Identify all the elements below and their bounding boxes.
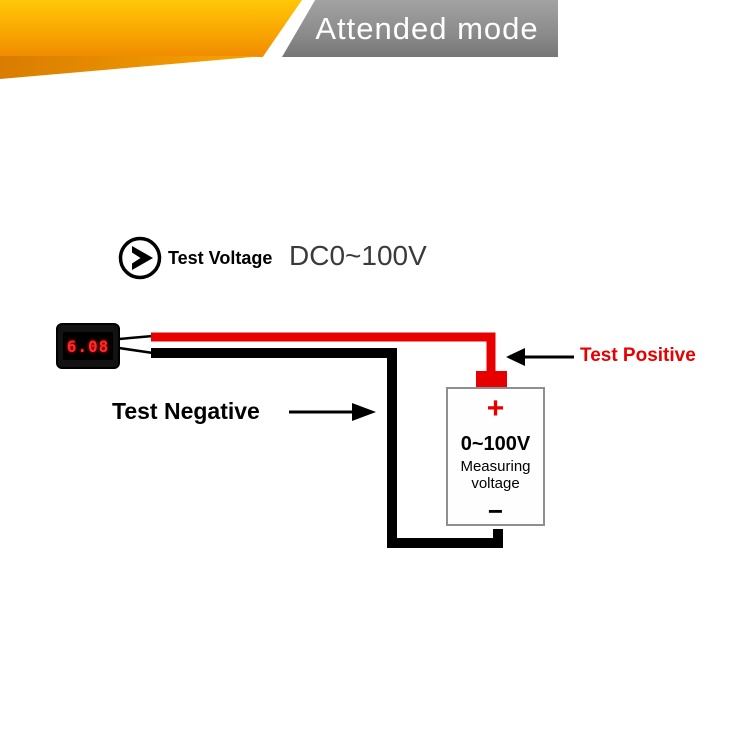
battery-voltage-range: 0~100V [460, 433, 531, 455]
voltmeter-display: 6.08 [63, 332, 113, 360]
page-title: Attended mode [315, 10, 539, 46]
battery-caption-line2: voltage [471, 475, 520, 493]
positive-terminal [476, 371, 507, 388]
ribbon-title-band: Attended mode [282, 0, 558, 57]
voltmeter-module: 6.08 [56, 323, 120, 369]
positive-wire [151, 332, 496, 378]
play-circle-icon [118, 236, 162, 280]
meter-lead-bottom [118, 346, 154, 355]
test-voltage-range: DC0~100V [289, 240, 427, 271]
battery-plus-symbol: + [486, 392, 505, 425]
test-voltage-label: Test Voltage [168, 248, 273, 268]
ribbon-orange-band [0, 0, 302, 57]
positive-arrowhead-icon [506, 348, 525, 366]
test-positive-label: Test Positive [580, 345, 696, 366]
test-negative-label: Test Negative [112, 398, 260, 424]
meter-lead-top [118, 334, 154, 341]
measured-source-box: + 0~100V Measuring voltage − [446, 387, 545, 526]
ribbon-orange-fold [0, 56, 264, 79]
battery-caption-line1: Measuring [460, 458, 531, 475]
negative-arrowhead-icon [352, 403, 376, 421]
voltmeter-reading: 6.08 [66, 336, 110, 356]
battery-minus-symbol: − [487, 495, 504, 526]
